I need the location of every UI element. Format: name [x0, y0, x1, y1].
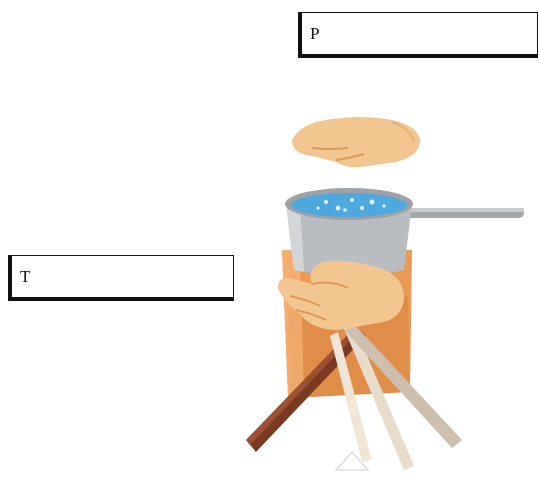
water-surface — [291, 193, 407, 217]
hand-above-pot — [292, 117, 420, 167]
firewood — [246, 320, 462, 470]
